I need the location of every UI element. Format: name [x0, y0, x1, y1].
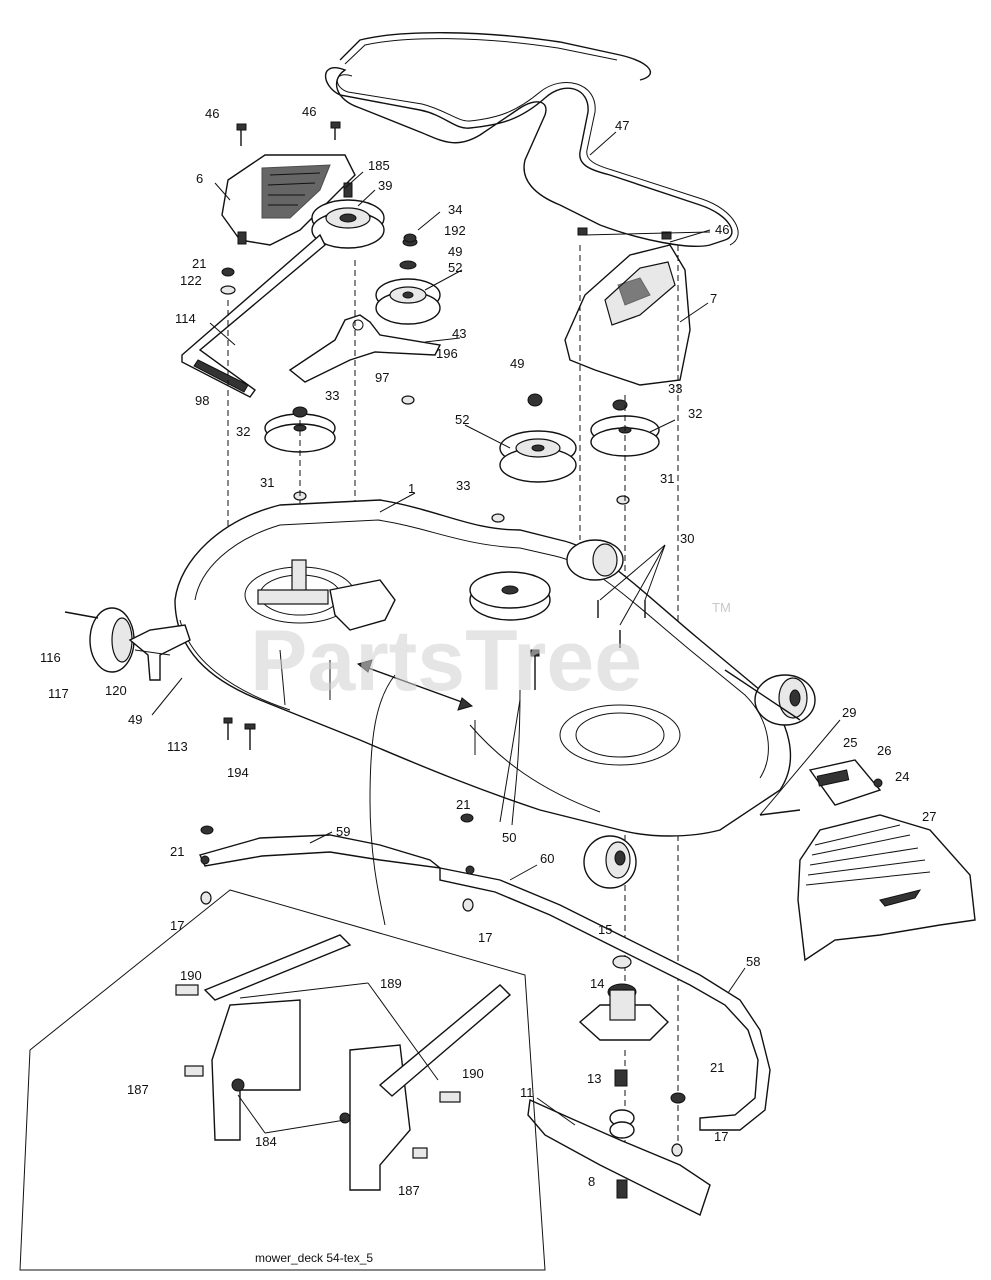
callout-192: 192 [444, 223, 466, 238]
callout-58: 58 [746, 954, 760, 969]
deck-wheel-front[interactable] [583, 835, 637, 889]
mower-blade[interactable] [527, 1098, 711, 1216]
cable [369, 674, 521, 926]
deck-wheel-left[interactable] [64, 607, 191, 681]
idler-pulley-52-lower[interactable] [499, 430, 577, 483]
watermark-trademark: TM [712, 600, 731, 615]
leader-lines [134, 131, 841, 1134]
callout-13: 13 [587, 1071, 601, 1086]
callout-122: 122 [180, 273, 202, 288]
callout-117: 117 [48, 686, 69, 701]
discharge-chute[interactable] [724, 669, 976, 962]
callout-59: 59 [336, 824, 350, 839]
callout-31: 31 [260, 475, 274, 490]
callout-113: 113 [167, 739, 188, 754]
callout-21: 21 [710, 1060, 724, 1075]
deck-wheel-upper-right[interactable] [566, 539, 624, 581]
callout-6: 6 [196, 171, 203, 186]
callout-21: 21 [456, 797, 470, 812]
callout-32: 32 [236, 424, 250, 439]
spindle-assembly[interactable] [578, 955, 670, 1139]
callout-114: 114 [175, 311, 196, 326]
callout-43: 43 [452, 326, 466, 341]
lift-link-60[interactable] [439, 865, 771, 1131]
pulley-39[interactable] [311, 182, 385, 249]
callout-24: 24 [895, 769, 909, 784]
callout-30: 30 [680, 531, 694, 546]
callout-60: 60 [540, 851, 554, 866]
callout-49: 49 [448, 244, 462, 259]
small-hardware [200, 778, 883, 1157]
idler-arm[interactable] [288, 314, 442, 383]
right-belt-cover[interactable] [564, 227, 691, 386]
callout-46: 46 [205, 106, 219, 121]
callout-46: 46 [715, 222, 729, 237]
callout-17: 17 [478, 930, 492, 945]
callout-1: 1 [408, 481, 415, 496]
callouts: 46 46 46 47 6 185 39 34 192 49 52 21 122… [40, 104, 936, 1198]
callout-31: 31 [660, 471, 674, 486]
callout-49: 49 [128, 712, 142, 727]
callout-15: 15 [598, 922, 612, 937]
callout-187: 187 [398, 1183, 420, 1198]
bolt-46-mid[interactable] [330, 121, 341, 140]
callout-32: 32 [688, 406, 702, 421]
callout-194: 194 [227, 765, 249, 780]
watermark: PartsTree [250, 613, 642, 709]
callout-47: 47 [615, 118, 629, 133]
callout-29: 29 [842, 705, 856, 720]
callout-8: 8 [588, 1174, 595, 1189]
bolt-46-left[interactable] [236, 123, 247, 146]
callout-27: 27 [922, 809, 936, 824]
lift-link-59[interactable] [199, 834, 443, 870]
callout-33: 33 [668, 381, 682, 396]
deck-wheel-right[interactable] [754, 674, 816, 726]
lift-assembly-inset[interactable] [19, 889, 546, 1271]
callout-26: 26 [877, 743, 891, 758]
callout-185: 185 [368, 158, 390, 173]
callout-116: 116 [40, 650, 61, 665]
drive-belt[interactable] [324, 32, 739, 247]
callout-52: 52 [448, 260, 462, 275]
hardware-bolts [223, 600, 646, 750]
callout-25: 25 [843, 735, 857, 750]
callout-49: 49 [510, 356, 524, 371]
callout-21: 21 [192, 256, 206, 271]
callout-97: 97 [375, 370, 389, 385]
callout-190: 190 [180, 968, 202, 983]
diagram-caption: mower_deck 54-tex_5 [255, 1251, 373, 1265]
callout-196: 196 [436, 346, 458, 361]
callout-21: 21 [170, 844, 184, 859]
callout-33: 33 [456, 478, 470, 493]
callout-46: 46 [302, 104, 316, 119]
callout-98: 98 [195, 393, 209, 408]
callout-50: 50 [502, 830, 516, 845]
callout-190: 190 [462, 1066, 484, 1081]
callout-184: 184 [255, 1134, 277, 1149]
callout-11: 11 [520, 1085, 534, 1100]
callout-120: 120 [105, 683, 127, 698]
callout-17: 17 [714, 1129, 728, 1144]
callout-17: 17 [170, 918, 184, 933]
callout-39: 39 [378, 178, 392, 193]
callout-189: 189 [380, 976, 402, 991]
idler-pulley-52-upper[interactable] [375, 237, 441, 325]
callout-34: 34 [448, 202, 462, 217]
callout-52: 52 [455, 412, 469, 427]
callout-187: 187 [127, 1082, 149, 1097]
callout-33: 33 [325, 388, 339, 403]
callout-14: 14 [590, 976, 604, 991]
callout-7: 7 [710, 291, 717, 306]
left-belt-cover[interactable] [221, 154, 356, 246]
mower-deck[interactable] [174, 499, 792, 837]
